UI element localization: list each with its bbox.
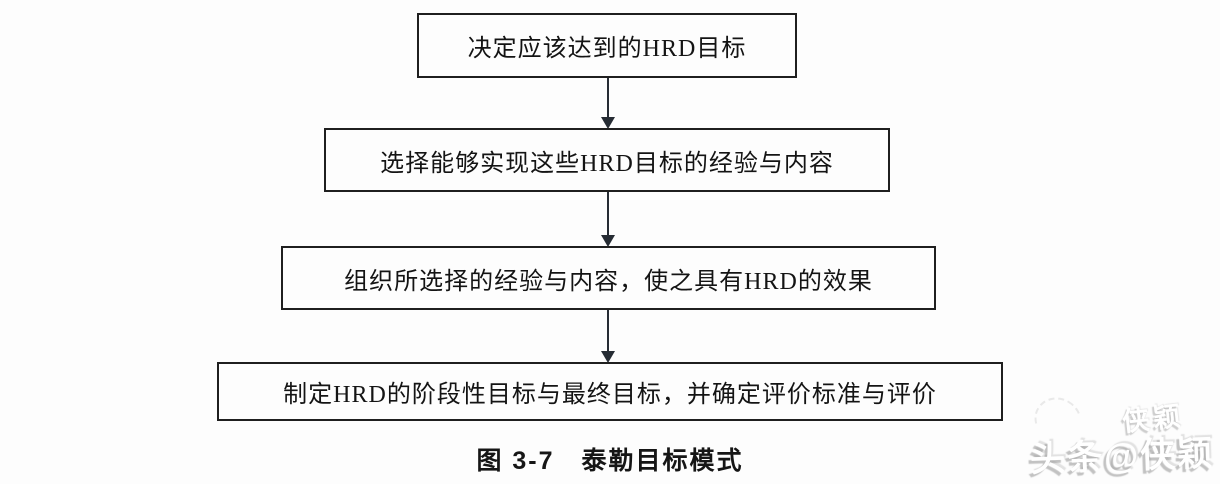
flow-step-4-label: 制定HRD的阶段性目标与最终目标，并确定评价标准与评价 <box>283 382 937 408</box>
figure-caption: 图 3-7 泰勒目标模式 <box>476 447 744 475</box>
arrow-head <box>601 117 615 129</box>
down-arrow-icon <box>601 78 615 129</box>
arrow-shaft <box>607 310 609 354</box>
flow-step-1-label: 决定应该达到的HRD目标 <box>467 36 747 62</box>
arrow-head <box>601 351 615 363</box>
down-arrow-icon <box>601 192 615 247</box>
watermark-secondary-text: 侠颖 <box>1120 400 1186 438</box>
arrow-head <box>601 235 615 247</box>
flow-step-1: 决定应该达到的HRD目标 <box>417 13 797 78</box>
flow-step-3-label: 组织所选择的经验与内容，使之具有HRD的效果 <box>344 268 873 295</box>
arrow-shaft <box>607 78 609 120</box>
flow-step-3: 组织所选择的经验与内容，使之具有HRD的效果 <box>281 246 936 310</box>
arrow-shaft <box>607 192 609 238</box>
down-arrow-icon <box>601 310 615 363</box>
flow-step-2: 选择能够实现这些HRD目标的经验与内容 <box>324 128 890 192</box>
flow-step-2-label: 选择能够实现这些HRD目标的经验与内容 <box>380 150 834 177</box>
flow-step-4: 制定HRD的阶段性目标与最终目标，并确定评价标准与评价 <box>217 362 1003 421</box>
